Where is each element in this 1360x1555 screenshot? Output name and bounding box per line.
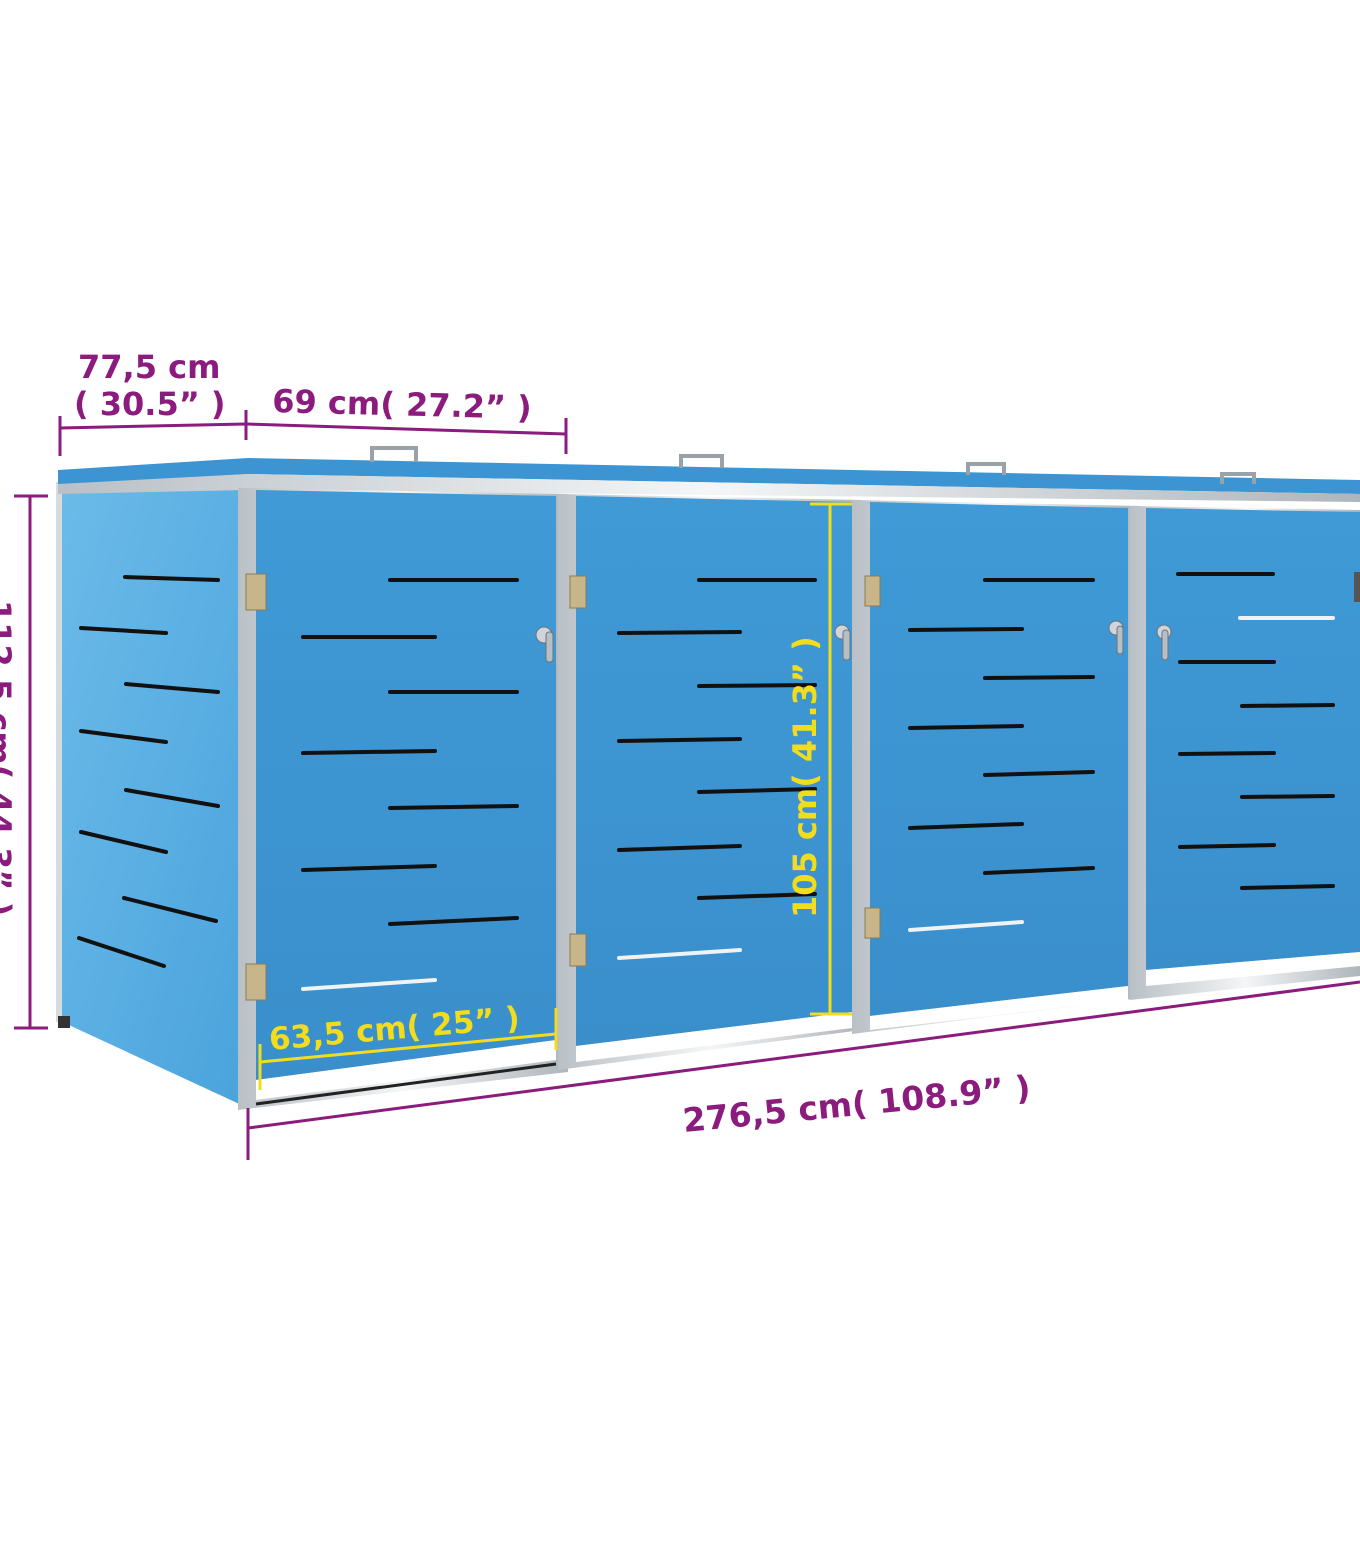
total-height-label: 112,5 cm( 44.3” ) [0,600,18,916]
dimension-total-width [246,980,1360,1160]
bin-unit-3 [852,500,1140,1034]
lock-handle-icon [535,626,554,663]
depth-in-label: ( 30.5” ) [74,385,226,423]
unit-width-label: 69 cm( 27.2” ) [272,382,532,427]
depth-cm-label: 77,5 cm [78,348,220,386]
side-vent-slots [77,575,220,968]
side-panel [56,480,248,1108]
lock-handle-icon [1108,620,1124,655]
hinge-icon [569,575,587,609]
dimension-door-height [810,502,852,1016]
hinge-icon [864,907,881,939]
door-height-label: 105 cm( 41.3” ) [786,636,824,918]
dimension-unit-width [245,418,568,454]
door-1-vent-slots [301,578,519,991]
hinge-icon [245,573,267,611]
lock-handle-icon [1156,624,1172,661]
lock-handle-icon [834,624,851,661]
door-2-vent-slots [617,578,817,960]
door-4 [1146,508,1360,970]
lid-handles [370,446,1256,484]
dimension-door-width [258,1008,558,1090]
roof-lids [58,458,1360,502]
door-4-vent-slots [1176,572,1335,890]
hinge-icon [864,575,881,607]
dimension-total-height [14,494,48,1030]
hinge-icon [569,933,587,967]
bin-unit-1 [238,488,568,1110]
bin-unit-2 [558,494,862,1070]
total-width-label: 276,5 cm( 108.9” ) [681,1068,1032,1140]
door-3-vent-slots [908,578,1095,932]
hinge-icon [245,963,267,1001]
bin-unit-4 [1130,506,1360,1000]
hinge-icon [1354,572,1360,602]
